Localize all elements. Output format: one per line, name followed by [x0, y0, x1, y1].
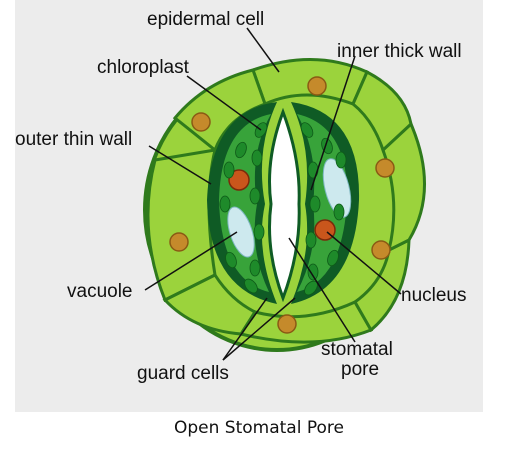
epidermal-nucleus — [371, 240, 391, 260]
chloroplast — [253, 223, 265, 241]
epidermal-nucleus — [169, 232, 189, 252]
vacuole-right — [322, 158, 352, 218]
label-guard-cells: guard cells — [137, 363, 229, 384]
leader-guard-cells-1 — [222, 297, 268, 361]
epidermal-nucleus — [375, 158, 395, 178]
leader-inner-thick-wall — [310, 55, 356, 191]
stomata-figure: epidermal cell chloroplast inner thick w… — [15, 0, 483, 412]
chloroplast — [223, 161, 235, 179]
chloroplast — [335, 151, 347, 169]
chloroplast — [305, 231, 317, 249]
figure-caption: Open Stomatal Pore — [174, 418, 344, 438]
chloroplast — [307, 263, 319, 281]
leader-epidermal-cell — [246, 27, 280, 73]
stomatal-pore — [268, 107, 301, 303]
chloroplast — [225, 251, 237, 269]
epidermal-nucleus — [277, 314, 297, 334]
leader-outer-thin-wall — [148, 145, 212, 185]
label-chloroplast: chloroplast — [97, 57, 189, 78]
chloroplast — [249, 259, 261, 277]
stomata-diagram — [143, 27, 426, 361]
label-vacuole: vacuole — [67, 281, 133, 302]
chloroplast — [251, 149, 263, 167]
chloroplast — [309, 195, 321, 213]
chloroplast — [333, 203, 345, 221]
epidermal-cell-top-right — [351, 69, 413, 153]
label-nucleus: nucleus — [401, 285, 467, 306]
epidermal-nucleus — [307, 76, 327, 96]
chloroplast — [327, 249, 339, 267]
guard-cell-right — [297, 114, 348, 292]
label-epidermal-cell: epidermal cell — [147, 9, 265, 30]
label-outer-thin-wall: outer thin wall — [15, 129, 133, 150]
label-stomatal-pore-line2: pore — [341, 359, 380, 380]
chloroplast — [300, 122, 314, 138]
guard-nucleus-left — [228, 169, 250, 191]
leader-chloroplast — [186, 75, 262, 131]
label-stomatal-pore-line1: stomatal — [321, 339, 393, 360]
guard-cell-left — [219, 114, 271, 292]
chloroplast — [249, 187, 261, 205]
leader-stomatal-pore — [288, 237, 356, 343]
chloroplast — [235, 141, 247, 159]
epidermal-nucleus — [191, 112, 211, 132]
leader-nucleus — [326, 231, 402, 295]
label-inner-thick-wall: inner thick wall — [337, 41, 462, 62]
leader-vacuole — [144, 231, 238, 291]
chloroplast — [244, 278, 258, 294]
epidermal-cell-left — [146, 148, 217, 303]
leader-guard-cells-2 — [222, 297, 296, 361]
chloroplast — [219, 195, 231, 213]
